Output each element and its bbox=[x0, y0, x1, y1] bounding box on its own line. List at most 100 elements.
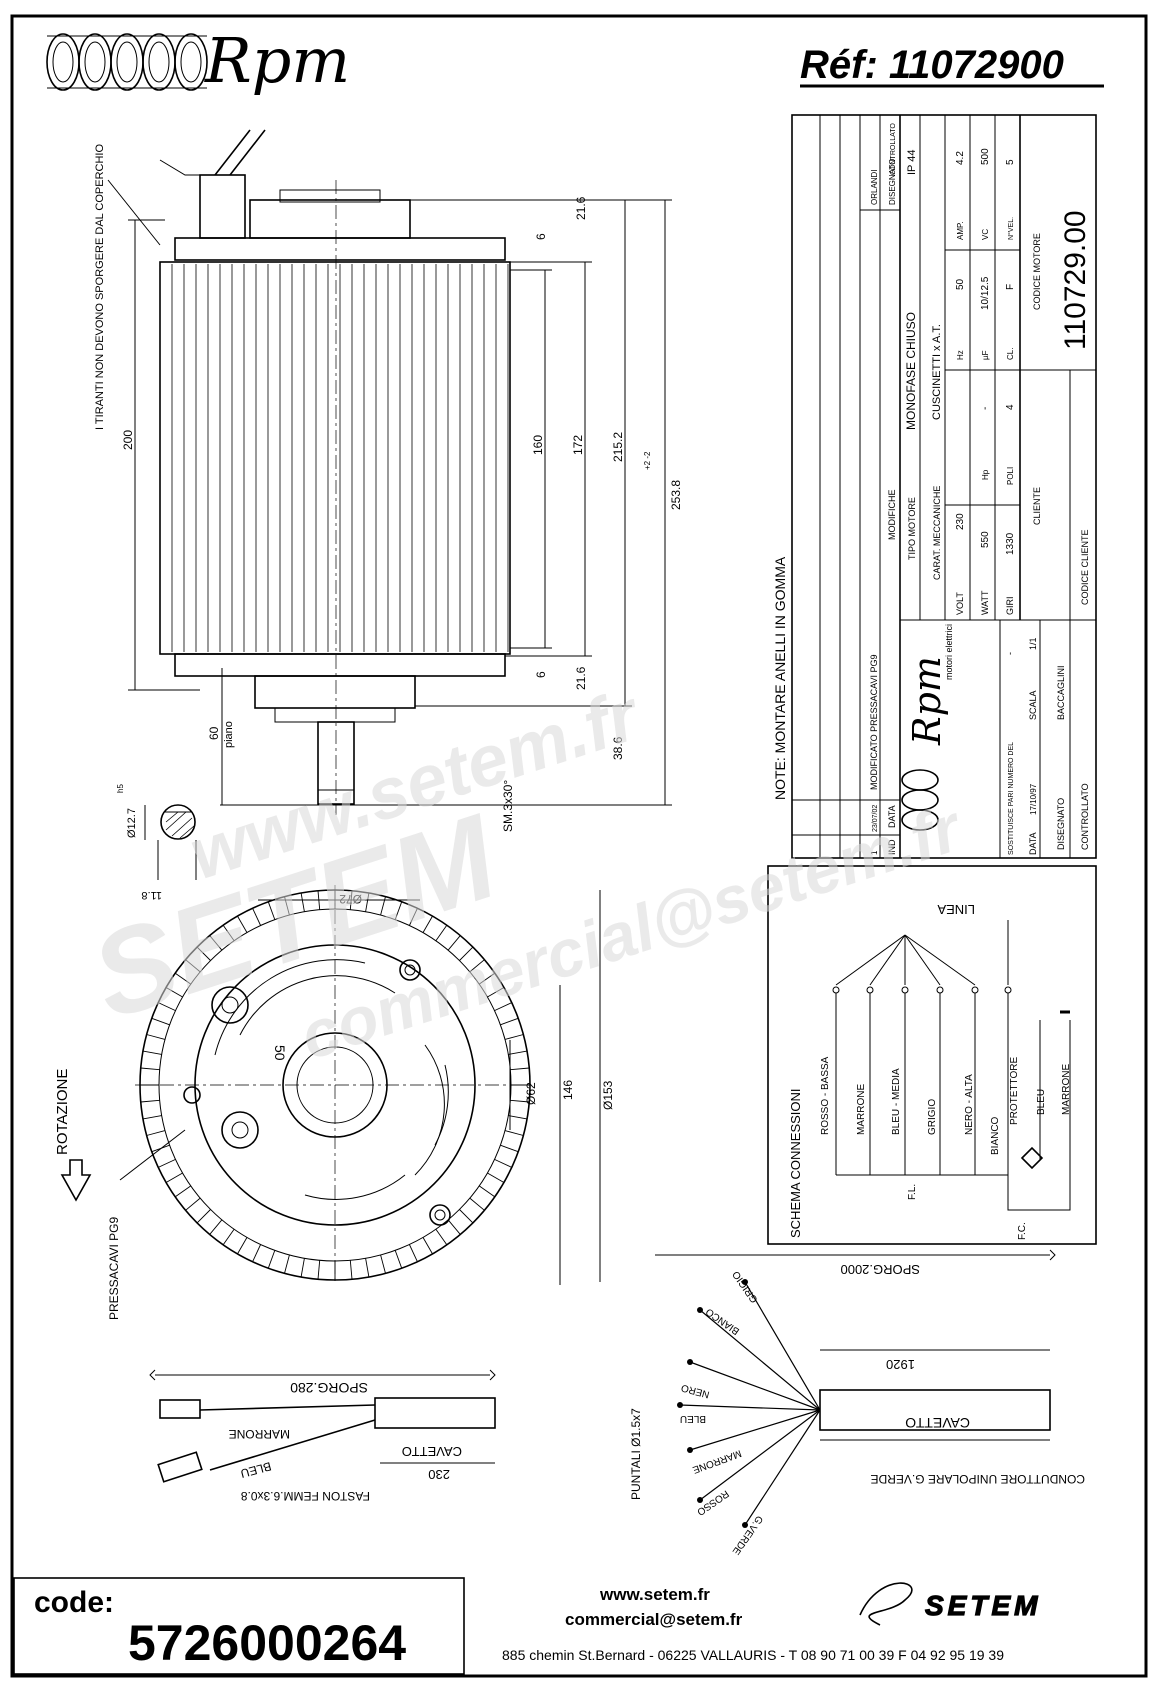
vc-label: VC bbox=[981, 229, 990, 240]
protection-rating: IP 44 bbox=[906, 150, 918, 176]
schema-fc: F.C. bbox=[1017, 1222, 1028, 1240]
dim-146: 146 bbox=[561, 1080, 575, 1100]
dim-6-top: 6 bbox=[534, 233, 548, 240]
dim-60: 60 bbox=[207, 726, 221, 740]
rev-date: 23/07/02 bbox=[872, 805, 879, 832]
hp-value: - bbox=[980, 407, 991, 410]
brand-name: Rpm bbox=[204, 24, 350, 97]
schema-wire-nero-alta: NERO - ALTA bbox=[964, 1074, 975, 1135]
dim-200: 200 bbox=[121, 430, 135, 450]
thermal-protector-icon bbox=[1020, 1146, 1044, 1170]
title-block-logo: Rpm motori elettrici bbox=[901, 624, 954, 831]
schema-wire-bleu: BLEU bbox=[1036, 1089, 1047, 1115]
schema-wire-bianco: BIANCO bbox=[990, 1116, 1001, 1155]
tie-rod-note: I TIRANTI NON DEVONO SPORGERE DAL COPERC… bbox=[94, 144, 106, 430]
setem-logo: SETEM bbox=[925, 1590, 1041, 1621]
motor-code-label: CODICE MOTORE bbox=[1032, 233, 1042, 310]
footer-email: commercial@setem.fr bbox=[565, 1610, 743, 1629]
footer-address: 885 chemin St.Bernard - 06225 VALLAURIS … bbox=[502, 1647, 1004, 1663]
schema-fl: F.L. bbox=[907, 1184, 918, 1200]
code-label: code: bbox=[34, 1586, 114, 1619]
uf-label: µF bbox=[981, 350, 990, 360]
right-wire-marrone: MARRONE bbox=[691, 1447, 743, 1475]
motor-code: 110729.00 bbox=[1059, 210, 1092, 350]
schema-wires bbox=[832, 920, 1071, 1211]
right-wire-gverde: G.VERDE bbox=[730, 1513, 765, 1556]
schema-wire-grigio: GRIGIO bbox=[927, 1099, 938, 1135]
right-wire-grigio: GRIGIO bbox=[731, 1269, 761, 1305]
tips-label: PUNTALI Ø1.5x7 bbox=[629, 1408, 643, 1500]
right-cable-length: SPORG.2000 bbox=[841, 1262, 921, 1277]
right-wire-bleu: BLEU bbox=[680, 1413, 706, 1424]
rev-header-date: DATA bbox=[887, 805, 897, 828]
volt-value: 230 bbox=[955, 513, 966, 530]
schema-title: SCHEMA CONNESSIONI bbox=[788, 1088, 803, 1238]
nvel-label: N°VEL. bbox=[1007, 217, 1015, 240]
flat-spec: SM.3x30° bbox=[501, 780, 515, 832]
dim-6-bottom: 6 bbox=[534, 671, 548, 678]
giri-value: 1330 bbox=[1005, 532, 1016, 555]
dim-21-6-bottom: 21.6 bbox=[574, 666, 588, 690]
rev-header-ind: IND bbox=[887, 839, 897, 855]
dim-d62: Ø62 bbox=[524, 1082, 538, 1105]
cable-gland-label: PRESSACAVI PG9 bbox=[107, 1217, 121, 1320]
shaft-flat-dim: 11.8 bbox=[141, 889, 162, 901]
replaces-label: SOSTITUISCE PARI NUMERO DEL bbox=[1008, 742, 1015, 855]
poli-label: POLI bbox=[1006, 467, 1015, 485]
side-view-dimensions: 200 160 172 215.2 253.8 +2 -2 21.6 6 21.… bbox=[121, 196, 683, 832]
rev-header-changes: MODIFICHE bbox=[887, 490, 897, 541]
schema-wire-rosso-bassa: ROSSO - BASSA bbox=[820, 1056, 831, 1135]
right-dim-1920: 1920 bbox=[886, 1357, 915, 1372]
checked-label: CONTROLLATO bbox=[1080, 783, 1090, 850]
shaft-diameter: Ø12.7 bbox=[126, 808, 138, 838]
earth-conductor-label: CONDUTTORE UNIPOLARE G.VERDE bbox=[871, 1472, 1085, 1486]
dim-160: 160 bbox=[531, 435, 545, 455]
right-wire-nero: NERO bbox=[680, 1382, 711, 1400]
mech-label: CARAT. MECCANICHE bbox=[932, 486, 942, 580]
right-wire-bianco: BIANCO bbox=[704, 1305, 742, 1336]
flat-label: piano bbox=[223, 721, 235, 748]
scale-label: SCALA bbox=[1028, 690, 1038, 720]
shaft-detail: Ø12.7 h5 11.8 bbox=[116, 784, 197, 901]
rev-change: MODIFICATO PRESSACAVI PG9 bbox=[869, 654, 879, 790]
setem-swoosh-icon bbox=[859, 1582, 913, 1626]
amp-label: AMP. bbox=[956, 221, 965, 240]
schema-wire-bleu-media: BLEU - MEDIA bbox=[891, 1068, 902, 1135]
footer-web: www.setem.fr bbox=[599, 1585, 710, 1604]
scale-value: 1/1 bbox=[1028, 637, 1038, 650]
right-wire-fan bbox=[677, 1279, 821, 1528]
date-label: DATA bbox=[1028, 832, 1038, 855]
title-block-brand-sub: motori elettrici bbox=[944, 624, 954, 680]
front-view-dimensions: Ø72 Ø62 146 Ø153 bbox=[258, 890, 615, 1285]
line-label: LINEA bbox=[937, 902, 975, 917]
client-label: CLIENTE bbox=[1032, 487, 1042, 525]
hz-label: Hz bbox=[956, 350, 965, 360]
schema-wire-marrone: MARRONE bbox=[856, 1084, 867, 1135]
hp-label: Hp bbox=[981, 469, 990, 480]
schema-wire-marrone-2: MARRONE bbox=[1061, 1064, 1072, 1115]
shaft-tolerance: h5 bbox=[116, 784, 125, 793]
dim-253-8: 253.8 bbox=[669, 480, 683, 510]
dim-38-6: 38.6 bbox=[611, 736, 625, 760]
giri-label: GIRI bbox=[1005, 596, 1015, 615]
coil-logo-icon-small bbox=[901, 769, 939, 831]
rotation-label: ROTAZIONE bbox=[54, 1069, 71, 1155]
right-cable-label: CAVETTO bbox=[905, 1415, 970, 1431]
faston-label: FASTON FEMM.6.3x0.8 bbox=[241, 1489, 370, 1503]
dim-d72: Ø72 bbox=[339, 892, 362, 906]
left-cable-detail: SPORG.280 CAVETTO MARRONE BLEU 230 FASTO… bbox=[149, 1369, 496, 1503]
left-cable-length: SPORG.280 bbox=[290, 1380, 368, 1396]
replaces-value: - bbox=[1005, 652, 1015, 655]
left-cable-label: CAVETTO bbox=[402, 1444, 462, 1459]
client-code-label: CODICE CLIENTE bbox=[1080, 529, 1090, 605]
rotation-arrow-icon bbox=[60, 1159, 92, 1202]
left-dim-230: 230 bbox=[428, 1467, 450, 1482]
title-block: IND DATA MODIFICHE DISEGNATO CONTROLLATO… bbox=[791, 114, 1097, 859]
right-cable-detail: SPORG.2000 1920 CAVETTO CONDUTTORE UNIPO… bbox=[629, 1249, 1085, 1557]
rev-header-drawn: DISEGNATO bbox=[888, 159, 897, 205]
watt-label: WATT bbox=[980, 590, 990, 615]
cl-label: CL. bbox=[1006, 348, 1015, 360]
left-wire-bleu: BLEU bbox=[239, 1459, 273, 1481]
date-value: 17/10/97 bbox=[1029, 783, 1038, 815]
